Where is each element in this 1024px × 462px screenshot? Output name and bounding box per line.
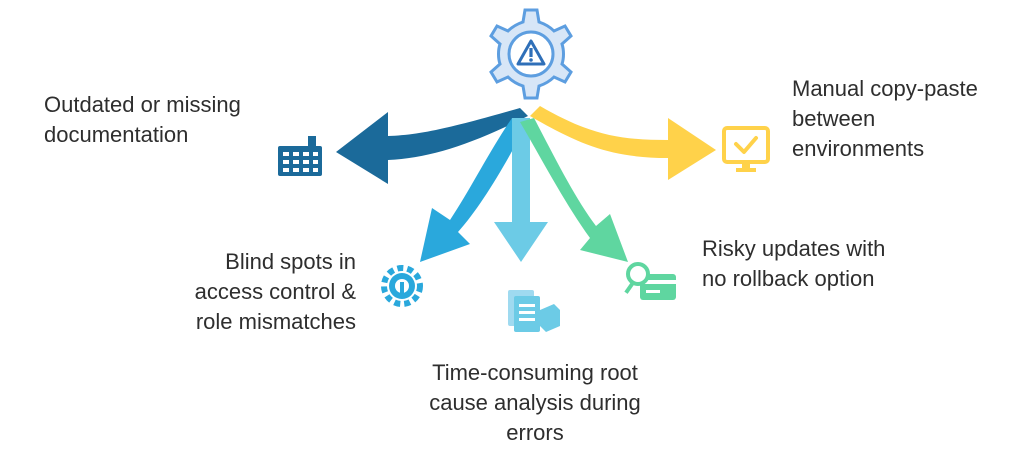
arrow-docs xyxy=(336,108,528,184)
monitor-check-icon xyxy=(722,126,770,172)
arrow-risky xyxy=(520,118,628,262)
settings-wrench-icon xyxy=(381,265,423,307)
arrow-root xyxy=(494,118,548,262)
arrow-blind xyxy=(420,118,528,262)
documents-box-icon xyxy=(508,290,560,332)
branch-label-docs: Outdated or missing documentation xyxy=(44,92,241,147)
arrow-manual xyxy=(530,106,716,180)
search-card-icon xyxy=(624,262,676,300)
branch-label-manual-copy: Manual copy-paste between environments xyxy=(792,76,978,161)
branch-label-risky-updates: Risky updates with no rollback option xyxy=(702,236,886,291)
branch-label-root-cause: Time-consuming root cause analysis durin… xyxy=(429,360,641,445)
factory-icon xyxy=(278,136,322,176)
gear-with-warning-icon xyxy=(489,8,573,100)
branch-label-blind-spots: Blind spots in access control & role mis… xyxy=(194,249,356,334)
